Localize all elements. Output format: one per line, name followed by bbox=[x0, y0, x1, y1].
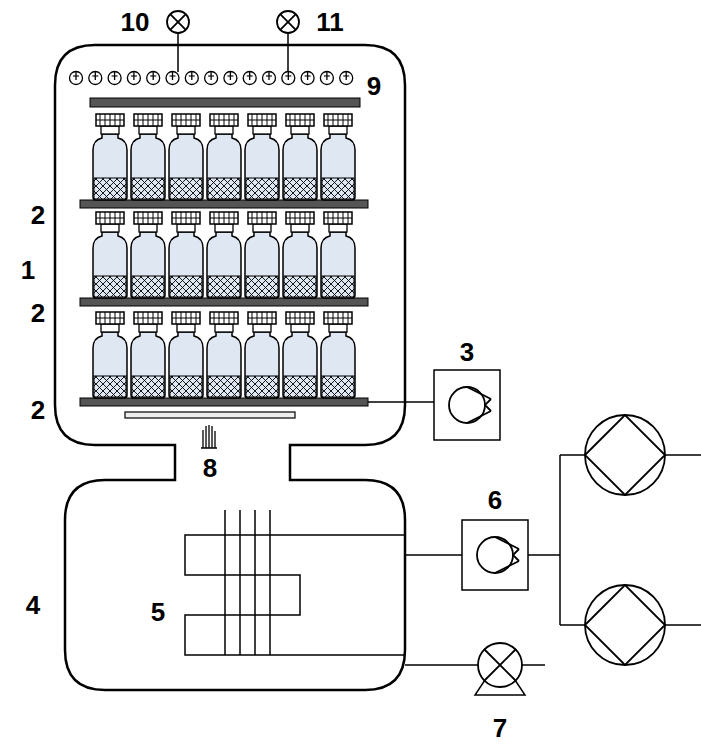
callout-number: 7 bbox=[492, 715, 508, 741]
callout-number: 6 bbox=[487, 487, 503, 513]
callout-number: 9 bbox=[366, 73, 382, 99]
callout-number: 10 bbox=[120, 9, 151, 35]
callout-number: 4 bbox=[25, 592, 41, 618]
callout-number: 11 bbox=[315, 9, 345, 35]
callout-number: 2 bbox=[30, 202, 46, 228]
callout-number: 2 bbox=[30, 397, 46, 423]
callout-number: 2 bbox=[30, 300, 46, 326]
callout-number: 5 bbox=[150, 599, 166, 625]
callout-number: 8 bbox=[202, 455, 218, 481]
callout-number: 3 bbox=[459, 339, 475, 365]
callout-number: 1 bbox=[20, 257, 36, 283]
